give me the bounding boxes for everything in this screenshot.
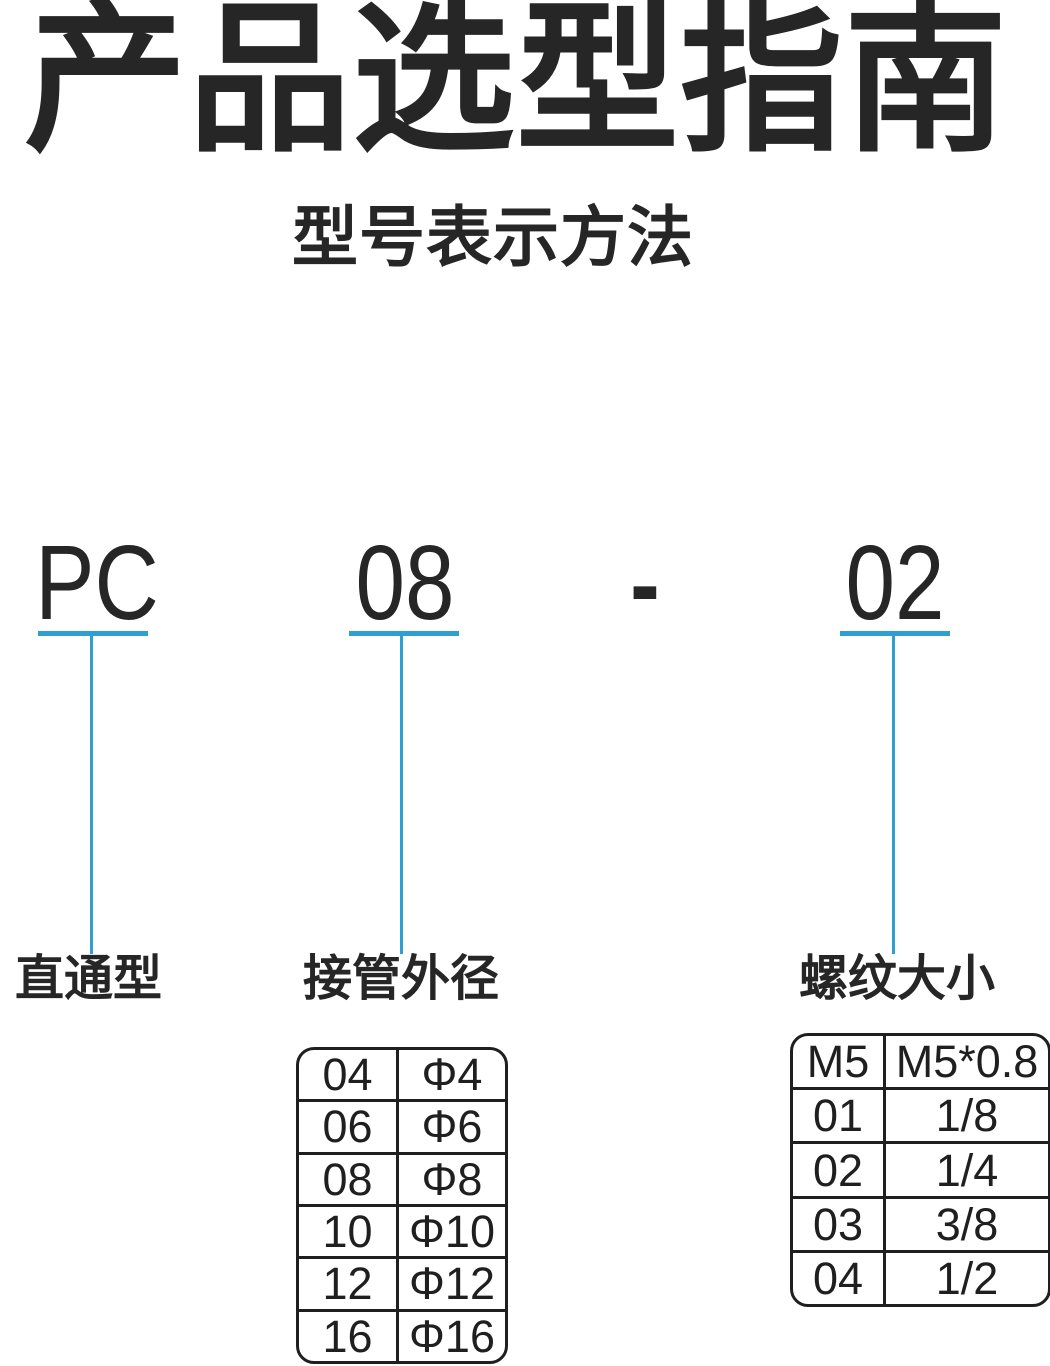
- table-row: M5 M5*0.8: [793, 1036, 1048, 1088]
- connector-underline-prefix: [38, 631, 148, 636]
- table-row: 08 Φ8: [299, 1151, 505, 1205]
- thread-code: M5: [793, 1036, 886, 1088]
- model-code-size: 08: [355, 524, 455, 642]
- size-value: Φ16: [409, 1310, 495, 1362]
- thread-value: 3/8: [935, 1198, 999, 1250]
- table-row: 12 Φ12: [299, 1256, 505, 1310]
- thread-value: 1/2: [935, 1252, 999, 1304]
- size-code-table: 04 Φ4 06 Φ6 08 Φ8 10 Φ10 12 Φ12 16 Φ16: [296, 1047, 508, 1364]
- thread-code: 02: [793, 1144, 886, 1196]
- thread-code: 01: [793, 1090, 886, 1142]
- connector-line-thread: [892, 636, 895, 954]
- thread-size-table: M5 M5*0.8 01 1/8 02 1/4 03 3/8 04 1/2: [790, 1033, 1050, 1307]
- thread-value: 1/8: [935, 1090, 999, 1142]
- legend-label-prefix: 直通型: [15, 952, 163, 1006]
- table-row: 10 Φ10: [299, 1203, 505, 1258]
- size-value: Φ6: [421, 1101, 483, 1153]
- table-row: 03 3/8: [793, 1195, 1048, 1250]
- table-row: 04 Φ4: [299, 1049, 505, 1101]
- size-code: 16: [299, 1311, 399, 1361]
- size-code: 08: [299, 1154, 399, 1204]
- legend-label-size: 接管外径: [303, 952, 500, 1006]
- model-code-prefix: PC: [35, 524, 159, 642]
- table-row: 04 1/2: [793, 1249, 1048, 1304]
- size-value: Φ10: [409, 1206, 495, 1258]
- page-title: 产品选型指南: [24, 0, 1009, 171]
- thread-code: 04: [793, 1252, 886, 1304]
- size-code: 12: [299, 1259, 399, 1309]
- size-code: 10: [299, 1206, 399, 1257]
- page-subtitle: 型号表示方法: [292, 200, 694, 274]
- size-value: Φ12: [409, 1258, 495, 1310]
- connector-line-prefix: [90, 636, 93, 954]
- size-value: Φ8: [421, 1153, 483, 1205]
- legend-label-thread: 螺纹大小: [799, 952, 996, 1006]
- size-value: Φ4: [421, 1049, 483, 1101]
- table-row: 06 Φ6: [299, 1099, 505, 1153]
- model-code-thread: 02: [845, 524, 945, 642]
- connector-underline-thread: [840, 631, 950, 636]
- thread-code: 03: [793, 1198, 886, 1250]
- table-row: 01 1/8: [793, 1087, 1048, 1142]
- size-code: 04: [299, 1050, 399, 1100]
- connector-underline-size: [349, 631, 459, 636]
- table-row: 02 1/4: [793, 1141, 1048, 1196]
- table-row: 16 Φ16: [299, 1308, 505, 1362]
- thread-value: 1/4: [935, 1144, 999, 1196]
- size-code: 06: [299, 1102, 399, 1152]
- thread-value: M5*0.8: [895, 1036, 1039, 1088]
- model-code-separator: -: [630, 525, 660, 643]
- connector-line-size: [400, 636, 403, 954]
